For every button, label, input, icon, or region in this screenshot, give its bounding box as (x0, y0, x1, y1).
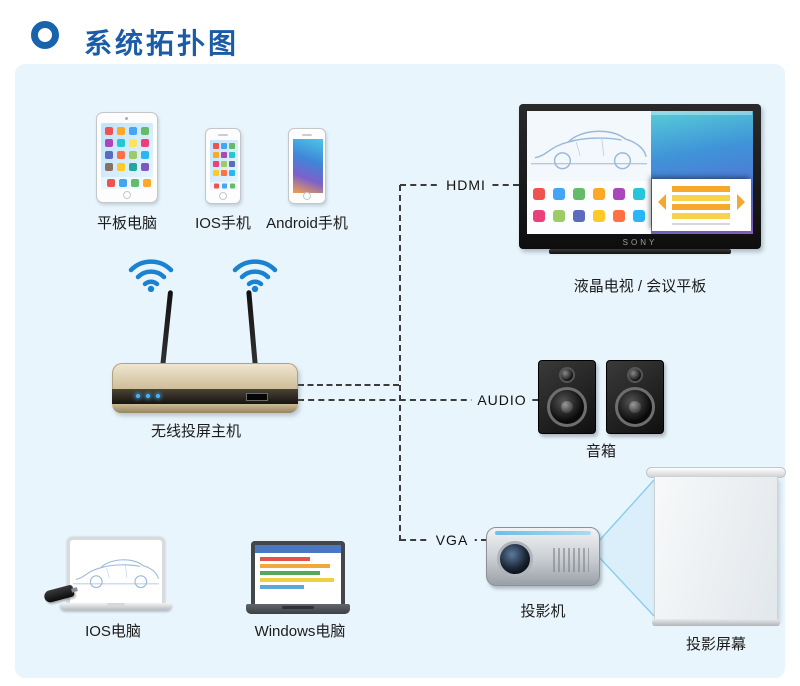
projection-screen-weight-bar (652, 619, 780, 626)
tablet-label: 平板电脑 (96, 215, 158, 232)
woofer-icon (615, 387, 655, 427)
led-indicator (146, 394, 150, 398)
tv-brand-logo: SONY (622, 238, 658, 247)
tv-label: 液晶电视 / 会议平板 (573, 278, 707, 295)
android-screen (293, 139, 323, 193)
app-grid-icon (527, 181, 651, 234)
wireless-host-label: 无线投屏主机 (150, 423, 242, 440)
page-title: 系统拓扑图 (84, 28, 240, 59)
router-top-face (112, 363, 298, 389)
wifi-signal-icon (232, 259, 278, 292)
ios-phone-label: IOS手机 (195, 215, 251, 232)
tv-device: SONY (519, 104, 761, 249)
tv-screen (527, 111, 753, 234)
audio-connection-line (298, 399, 538, 401)
tablet-home-button (123, 191, 131, 199)
router-base (112, 404, 298, 413)
car-sketch-icon (70, 545, 162, 595)
tv-car-sketch-quadrant (527, 111, 652, 182)
led-indicator (156, 394, 160, 398)
tv-app-grid-quadrant (527, 181, 652, 234)
windows-laptop-screen (251, 541, 345, 604)
projector-beam (597, 479, 655, 617)
android-phone-device (288, 128, 326, 204)
macbook-screen (67, 537, 165, 603)
android-phone-label: Android手机 (266, 215, 348, 232)
projector-lens-icon (497, 541, 533, 577)
projector-device (486, 527, 600, 586)
usb-port (246, 393, 268, 401)
projection-screen-label: 投影屏幕 (685, 636, 747, 653)
windows-computer-label: Windows电脑 (254, 623, 346, 640)
connection-trunk-line (399, 185, 401, 541)
tablet-camera-dot (125, 117, 128, 120)
title-ring-icon (31, 21, 59, 49)
projector-vents (553, 548, 589, 572)
projector-label: 投影机 (520, 603, 566, 620)
tv-stand (549, 249, 731, 254)
woofer-icon (547, 387, 587, 427)
macbook-base (60, 603, 172, 610)
vga-label: VGA (429, 532, 475, 548)
tablet-app-grid-icon (101, 123, 153, 189)
tablet-screen (101, 123, 153, 189)
ios-computer-device (60, 537, 172, 610)
tweeter-icon (627, 367, 643, 383)
iphone-screen (210, 140, 238, 190)
android-earpiece (302, 134, 312, 136)
speakers-label: 音箱 (585, 443, 617, 460)
ios-computer-label: IOS电脑 (85, 623, 141, 640)
wifi-signal-icon (128, 259, 174, 292)
host-to-trunk-connection-line (298, 384, 399, 386)
windows-computer-device (246, 541, 350, 614)
document-screen-icon (255, 545, 341, 601)
ios-phone-device (205, 128, 241, 204)
iphone-home-button (219, 192, 227, 200)
iphone-earpiece (218, 134, 228, 136)
projection-screen-sheet (654, 477, 778, 620)
tablet-device (96, 112, 158, 203)
tweeter-icon (559, 367, 575, 383)
presentation-chart-icon (651, 179, 751, 232)
hdmi-label: HDMI (440, 177, 492, 193)
projector-top-accent (495, 531, 591, 535)
tv-chart-quadrant (651, 179, 751, 232)
windows-laptop-base (246, 604, 350, 614)
speaker-left (538, 360, 596, 434)
audio-label: AUDIO (471, 392, 533, 408)
speaker-right (606, 360, 664, 434)
led-indicator (136, 394, 140, 398)
wireless-host-device (112, 363, 298, 413)
car-sketch-icon (530, 130, 648, 170)
android-home-button (303, 192, 311, 200)
iphone-app-grid-icon (210, 140, 238, 190)
router-front-panel (112, 389, 298, 404)
